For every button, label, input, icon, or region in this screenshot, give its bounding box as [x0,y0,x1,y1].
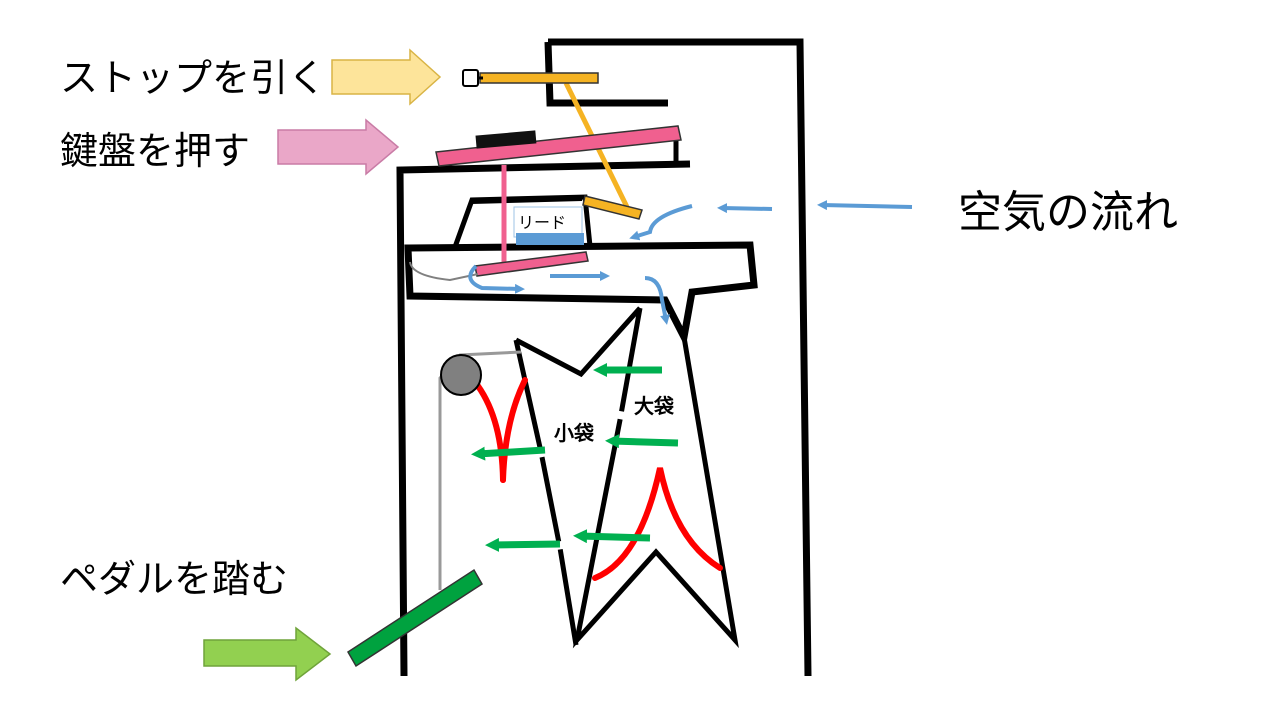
large-bellows-right-wall [572,307,739,649]
air-flow-arrow [817,200,913,211]
air-flow-arrow [717,203,773,214]
small-bellows-label: 小袋 [554,421,595,445]
large-bellows-spring [592,467,723,581]
key [435,125,682,167]
press-key-arrow [277,118,400,176]
reed-label: リード [518,213,566,232]
key-weight [475,130,537,149]
pallet-spring [409,261,479,282]
press-key-label: 鍵盤を押す [60,129,250,173]
air-flow-arrows [468,200,913,325]
stop-valve [582,195,643,220]
pull-stop-arrow [331,48,442,106]
air-flow-arrow [468,264,525,294]
organ-case [396,38,812,677]
step-pedal-arrow [203,626,332,682]
small-bellows-left-wall [513,339,579,646]
pulley [440,354,482,396]
wind-chest [404,241,758,348]
bellows-air-arrow [605,434,679,449]
stop-rod [479,72,599,84]
small-bellows-spring [475,383,506,483]
case-front-wall [396,160,691,677]
bellows-air-arrow [471,446,546,461]
pedal [346,568,484,668]
bellows-springs [475,377,723,581]
small-bellows-spring [500,377,528,483]
stop-shelf [544,41,668,107]
small-bellows-top [514,306,642,378]
reed-cell-inner [471,199,583,204]
bellows-air-arrows [471,363,679,552]
case-upper-wall [548,38,812,677]
air-flow-arrow [644,276,670,325]
large-bellows-label: 大袋 [634,394,675,418]
step-pedal-label: ペダルを踏む [60,557,288,601]
reed [516,233,584,245]
air-flow-arrow [629,204,693,241]
pull-stop-label: ストップを引く [60,56,326,100]
bellows-air-arrow [573,529,651,544]
pallet-valve [474,251,589,277]
stop-knob [462,69,479,87]
bellows-air-arrow [485,537,561,552]
reed-cell [452,194,593,248]
air-flow-label: 空気の流れ [958,187,1178,238]
